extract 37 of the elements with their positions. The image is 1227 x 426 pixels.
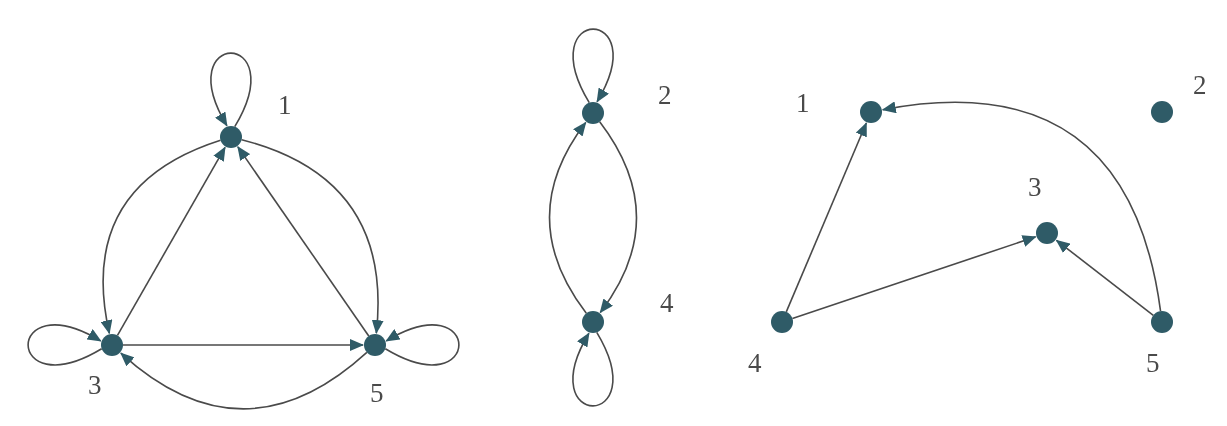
arrow <box>881 101 1162 312</box>
vertex-label: 2 <box>1193 72 1207 99</box>
vertex-label: 4 <box>748 350 762 377</box>
graph-vertex <box>582 102 604 124</box>
arrow <box>791 235 1037 320</box>
arrow <box>116 146 226 337</box>
vertex-label: 1 <box>796 90 810 117</box>
vertex-label: 3 <box>1028 174 1042 201</box>
arrow <box>101 139 222 335</box>
graph-vertex <box>1151 311 1173 333</box>
graph-vertex <box>1151 101 1173 123</box>
arrow <box>122 339 364 351</box>
arrow <box>1055 239 1155 317</box>
arrow <box>120 351 368 410</box>
loop-arrow <box>572 28 614 104</box>
vertex-label: 5 <box>1146 350 1160 377</box>
graph-vertex <box>220 126 242 148</box>
graph-vertex <box>771 311 793 333</box>
arrow <box>598 120 638 314</box>
vertex-label: 3 <box>88 372 102 399</box>
arrow <box>240 138 384 335</box>
graph-vertex <box>1036 222 1058 244</box>
vertex-label: 4 <box>660 290 674 317</box>
graph-vertex <box>860 101 882 123</box>
arrow <box>785 122 868 313</box>
loop-arrow <box>210 52 252 128</box>
vertex-label: 5 <box>370 380 384 407</box>
graph-vertex <box>101 334 123 356</box>
graph-vertex <box>582 311 604 333</box>
arrow <box>237 146 370 337</box>
arrow <box>548 121 588 315</box>
vertex-label: 1 <box>278 92 292 119</box>
loop-arrow <box>572 331 614 407</box>
loop-arrow <box>384 324 460 366</box>
graph-vertex <box>364 334 386 356</box>
vertex-label: 2 <box>658 82 672 109</box>
loop-arrow <box>27 324 103 366</box>
